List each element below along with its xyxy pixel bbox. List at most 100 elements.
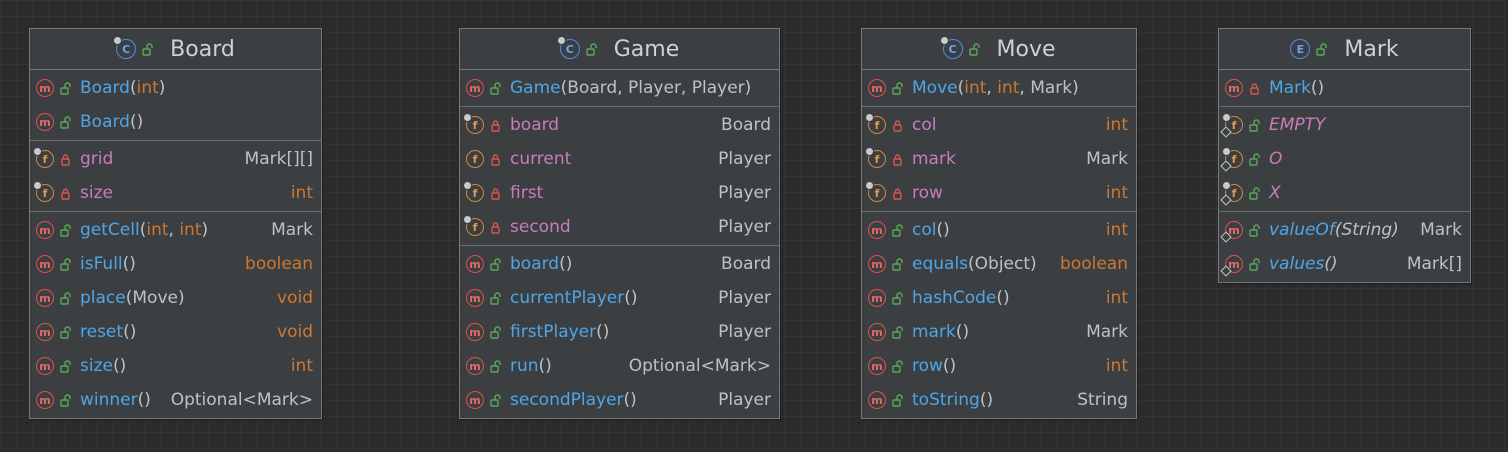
enum-icon: E bbox=[1290, 39, 1311, 59]
unlock-icon bbox=[1316, 42, 1328, 56]
icon-letter: m bbox=[871, 291, 883, 305]
param-text: () bbox=[1310, 78, 1325, 98]
field-icon: f bbox=[865, 113, 886, 134]
unlock-icon bbox=[892, 223, 904, 237]
final-marker-icon bbox=[463, 113, 472, 122]
method-name: values bbox=[1269, 254, 1325, 274]
field-name: size bbox=[80, 183, 113, 203]
method-name: mark bbox=[912, 322, 956, 342]
member-type: Optional<Mark> bbox=[170, 390, 313, 410]
param-text: () bbox=[1324, 254, 1338, 274]
member-type: Mark[][] bbox=[244, 149, 313, 169]
member-type: Mark bbox=[1086, 149, 1128, 169]
field-icon: f bbox=[1220, 113, 1243, 138]
field-name: EMPTY bbox=[1269, 115, 1326, 135]
field-name: grid bbox=[80, 149, 114, 169]
icon-letter: m bbox=[871, 393, 883, 407]
param-text: () bbox=[129, 112, 144, 132]
field-icon: f bbox=[33, 181, 54, 202]
method-name: isFull bbox=[80, 254, 123, 274]
member-type: Mark bbox=[1086, 322, 1128, 342]
member-type: Board bbox=[721, 115, 771, 135]
unlock-icon bbox=[142, 42, 154, 56]
param-text: (Board, Player, Player) bbox=[560, 78, 752, 98]
method-name: secondPlayer bbox=[510, 390, 624, 410]
lock-icon bbox=[892, 119, 904, 132]
field-row[interactable]: f EMPTY bbox=[1219, 108, 1470, 142]
icon-letter: m bbox=[469, 359, 481, 373]
icon-letter: m bbox=[1228, 81, 1240, 95]
lock-icon bbox=[1249, 82, 1261, 95]
method-name: Move bbox=[912, 78, 958, 98]
icon-letter: f bbox=[472, 186, 478, 200]
field-name: col bbox=[912, 115, 937, 135]
final-marker-icon bbox=[865, 113, 874, 122]
icon-letter: m bbox=[469, 325, 481, 339]
member-type: Mark bbox=[271, 220, 313, 240]
field-icon: f bbox=[1220, 181, 1243, 206]
final-marker-icon bbox=[1222, 181, 1231, 190]
unlock-icon bbox=[1249, 152, 1261, 166]
lock-icon bbox=[60, 153, 72, 166]
member-type: boolean bbox=[245, 254, 313, 274]
final-marker-icon bbox=[556, 36, 566, 45]
method-name: run bbox=[510, 356, 539, 376]
method-icon: m bbox=[466, 79, 484, 97]
param-text: (Move) bbox=[125, 288, 185, 308]
class-icon: C bbox=[113, 36, 137, 59]
